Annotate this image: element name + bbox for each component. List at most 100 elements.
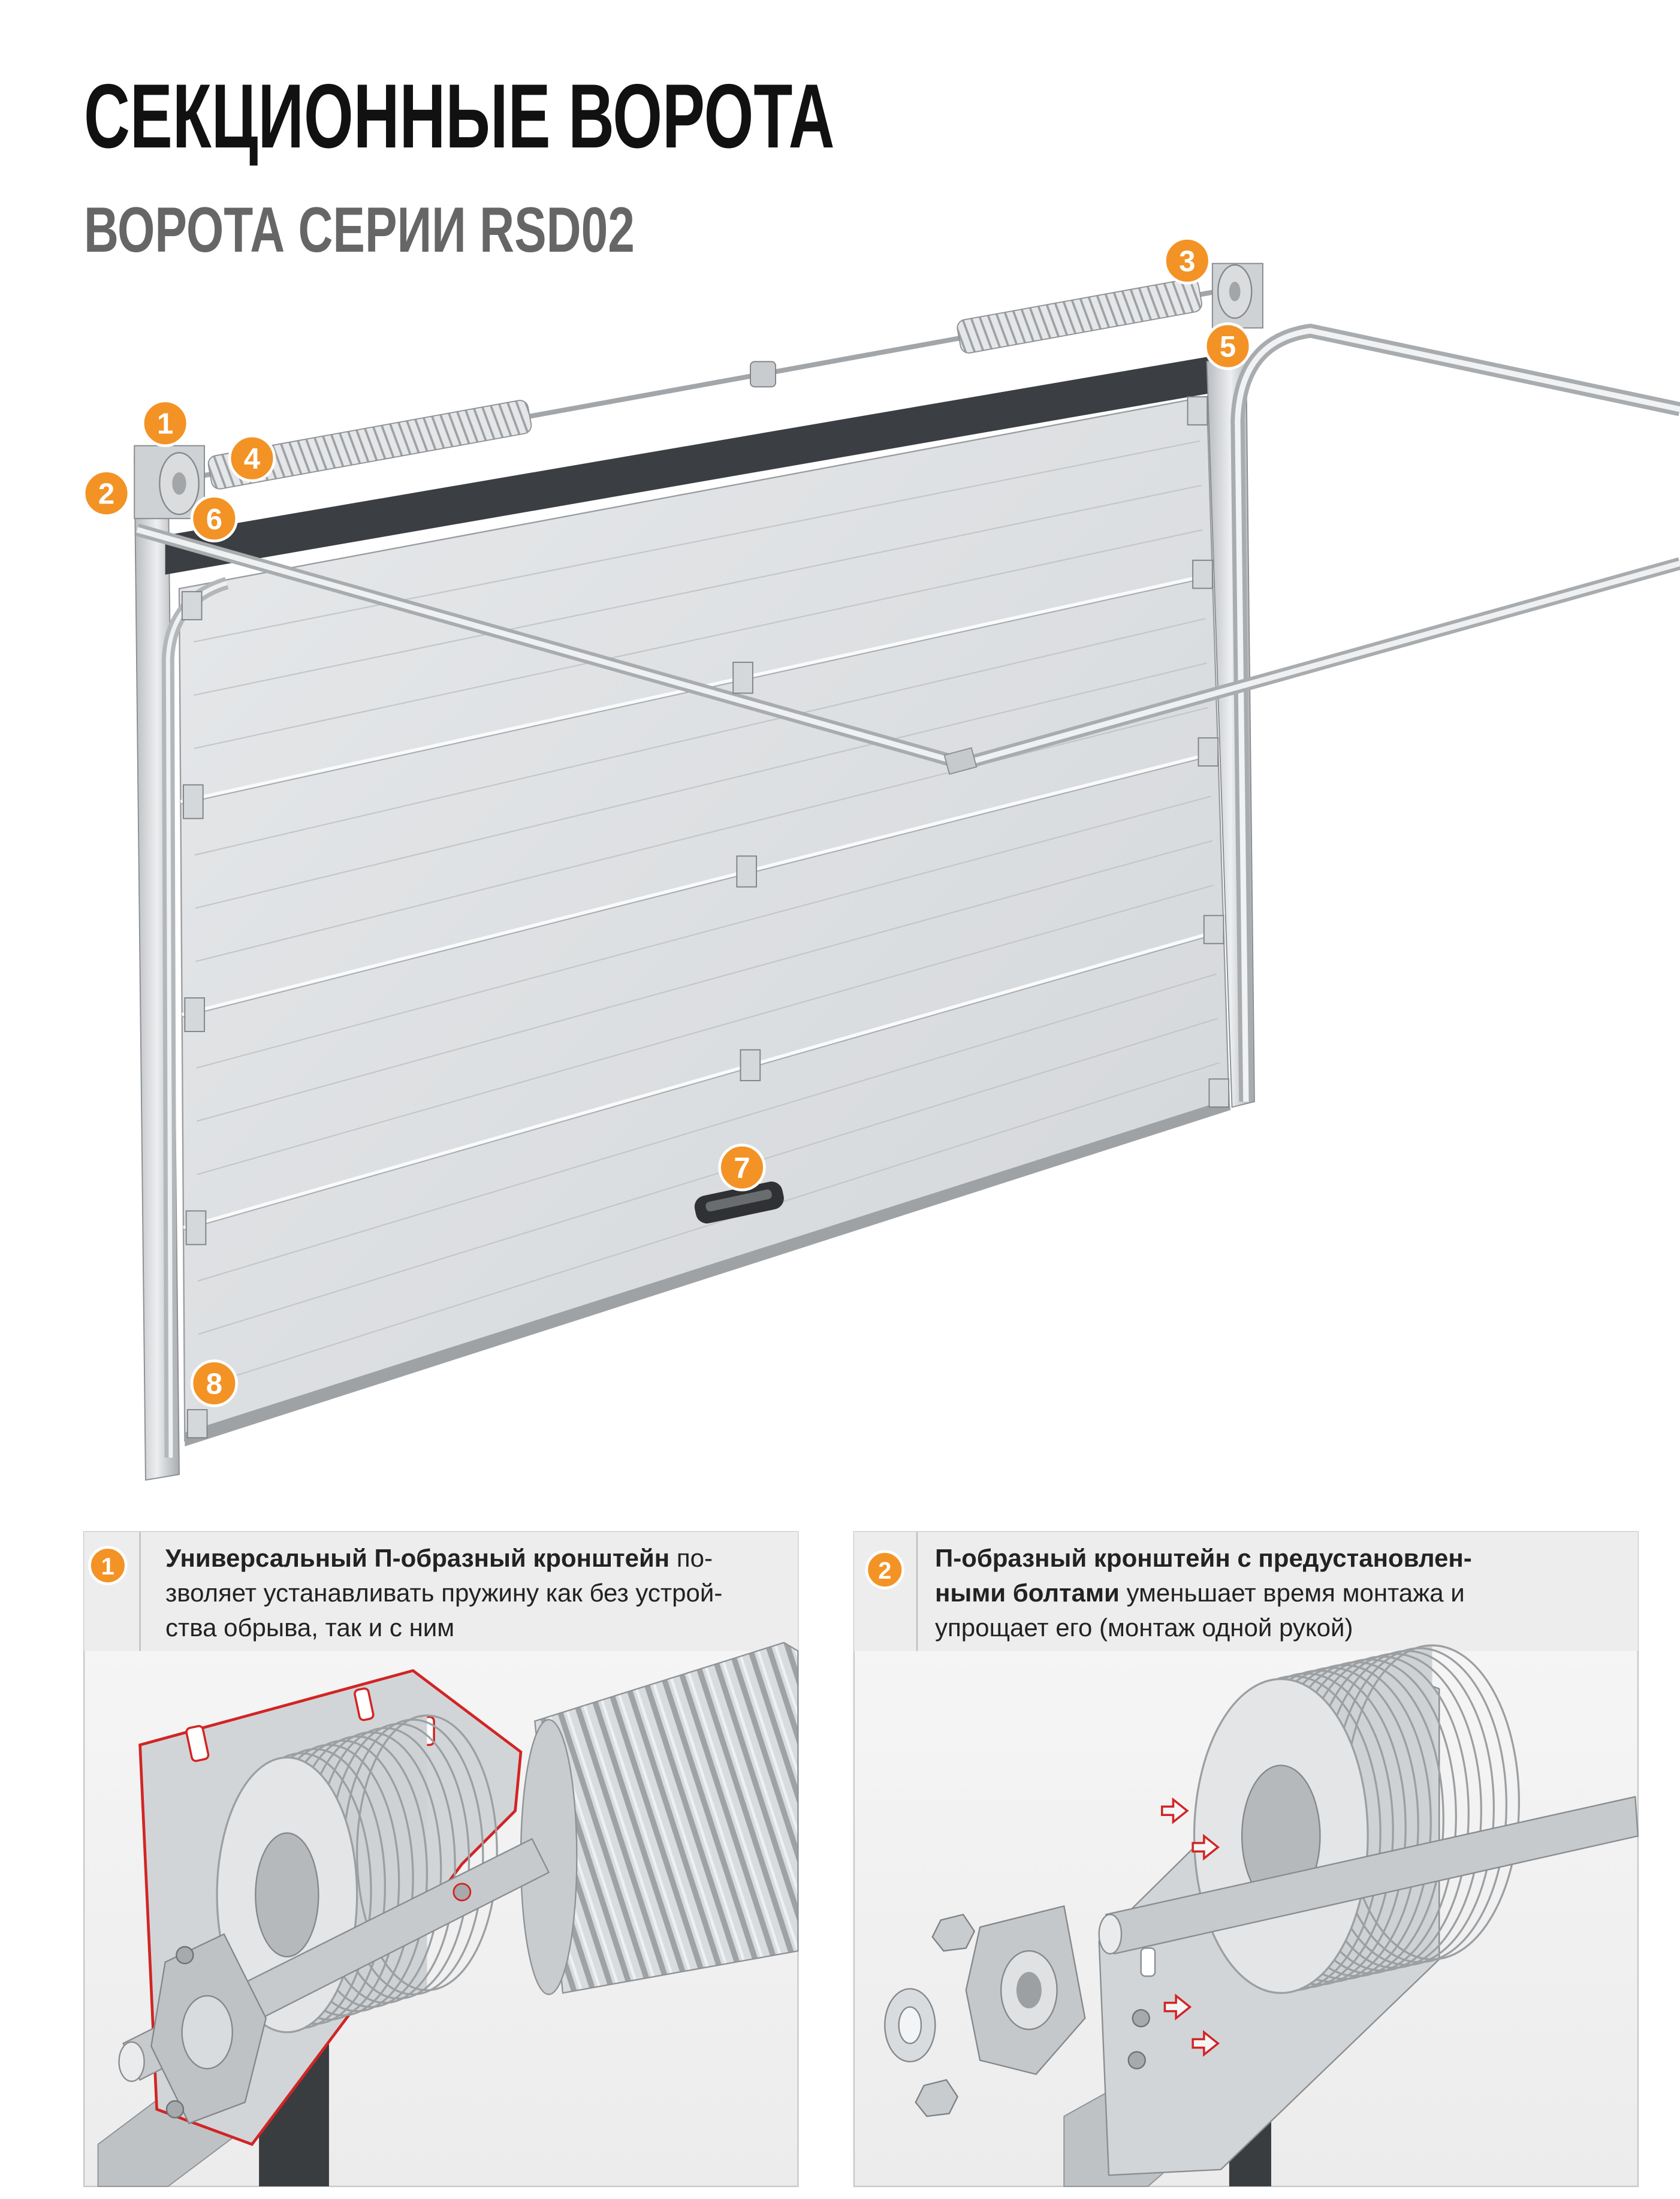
panel-rib	[198, 1062, 1220, 1389]
feature-1-description: Универсальный П-образный кронштейн по- з…	[165, 1541, 722, 1645]
feature-line: Универсальный П-образный кронштейн по-	[165, 1541, 722, 1576]
panel-rib	[193, 440, 1201, 643]
feature-line-text: по-	[669, 1544, 713, 1572]
marker-1: 1	[141, 399, 189, 447]
section-seam-shadow	[183, 931, 1224, 1231]
page-subtitle: ВОРОТА СЕРИИ RSD02	[84, 194, 635, 266]
marker-4: 4	[228, 434, 276, 482]
shaft-coupling	[750, 361, 776, 388]
feature-line: ства обрыва, так и с ним	[165, 1610, 722, 1645]
panel-rib	[197, 884, 1214, 1175]
bracket-slot	[354, 1687, 375, 1721]
bearing-hole	[1016, 1972, 1042, 2008]
feature-line-text: ства обрыва, так и с ним	[165, 1613, 455, 1642]
bolt	[176, 1945, 194, 1965]
side-hinge	[1198, 737, 1219, 767]
panel-rib	[195, 707, 1209, 963]
drum-hub	[255, 1832, 319, 1957]
marker-5: 5	[1204, 322, 1252, 370]
feature-line-bold: П-образный кронштейн с предустановлен-	[935, 1544, 1472, 1572]
feature-line: П-образный кронштейн с предустановлен-	[935, 1541, 1472, 1576]
arrow-icon	[1160, 1797, 1189, 1824]
feature-line: упрощает его (монтаж одной рукой)	[935, 1610, 1472, 1645]
left-drum-hub	[172, 472, 186, 495]
marker-3: 3	[1163, 237, 1211, 285]
marker-6: 6	[190, 494, 239, 542]
door-hinges	[181, 396, 1230, 1438]
door-panel	[178, 396, 1230, 1442]
feature-1-number: 1	[101, 1554, 114, 1580]
arrow-icon	[1192, 2030, 1220, 2057]
door-handle	[694, 1181, 784, 1224]
center-hinge	[740, 1049, 761, 1081]
marker-2-label: 2	[98, 478, 114, 511]
side-hinge	[184, 997, 205, 1033]
shaft-end	[118, 2041, 145, 2082]
feature-panel-1-header	[84, 1531, 798, 1651]
feature-line-text: зволяет устанавливать пружину как без ус…	[165, 1579, 723, 1607]
arrow-icon	[1163, 1993, 1192, 2020]
track-joint	[943, 747, 978, 775]
bottom-roller-bracket	[1208, 1078, 1230, 1108]
panel-rib	[197, 973, 1217, 1282]
feature-1-image	[97, 1642, 799, 2187]
feature-1-badge	[88, 1546, 128, 1585]
right-horizontal-track	[1230, 324, 1680, 1102]
bolt	[453, 1883, 472, 1902]
section-seam	[181, 750, 1218, 1016]
top-roller-bracket	[181, 591, 203, 620]
panel-rib	[195, 662, 1207, 909]
side-hinge	[183, 784, 204, 819]
feature-line: зволяет устанавливать пружину как без ус…	[165, 1576, 722, 1610]
panel-rib	[194, 529, 1203, 749]
panel-rib	[195, 618, 1206, 856]
side-hinge	[1203, 915, 1224, 945]
feature-2-number: 2	[878, 1558, 891, 1584]
feature-2-description: П-образный кронштейн с предустановлен- н…	[935, 1541, 1472, 1645]
marker-3-label: 3	[1179, 245, 1195, 277]
side-hinge	[185, 1210, 207, 1245]
panel-rib	[196, 795, 1211, 1069]
header-seal	[165, 355, 1215, 575]
feature-panel-2-header	[853, 1531, 1638, 1651]
callout-markers: 1 2 3 4 5 6 7 8	[82, 237, 1252, 1407]
marker-4-label: 4	[244, 443, 261, 475]
hex-nut	[915, 2079, 959, 2117]
feature-line-bold: ными болтами	[935, 1579, 1120, 1607]
panel-rib	[198, 1018, 1218, 1335]
side-hinge	[1192, 559, 1213, 589]
right-track-highlight	[1235, 328, 1680, 1102]
bracket-slot	[185, 1725, 210, 1762]
marker-1-label: 1	[157, 408, 173, 441]
feature-panel-2: 2	[853, 1531, 1639, 2188]
right-drum-hub	[1229, 282, 1241, 301]
panel-ribs	[180, 440, 1224, 1389]
hex-nut	[931, 1913, 976, 1952]
bearing	[181, 1995, 233, 2070]
collar-hole	[898, 2006, 922, 2044]
marker-8-label: 8	[206, 1368, 222, 1401]
preinstalled-bolt-arrows	[1160, 1797, 1220, 2057]
panel-rib	[194, 484, 1202, 696]
bolt	[1132, 2009, 1150, 2028]
drum-groove	[356, 1714, 498, 1992]
top-roller-bracket	[1187, 396, 1208, 426]
right-spring	[957, 278, 1202, 354]
section-seam-shadow	[182, 753, 1218, 1018]
center-hinge	[732, 662, 753, 694]
feature-line-text: уменьшает время монтажа и	[1119, 1579, 1465, 1607]
shaft-end	[1098, 1914, 1123, 1954]
feature-line-bold: Универсальный П-образный кронштейн	[165, 1544, 670, 1572]
feature-panel-1: 1	[83, 1531, 799, 2188]
bolt	[165, 2100, 185, 2119]
marker-7: 7	[718, 1144, 766, 1191]
marker-5-label: 5	[1220, 331, 1236, 363]
center-hinge	[736, 855, 757, 888]
bottom-roller-bracket	[186, 1409, 208, 1438]
feature-2-badge	[865, 1550, 904, 1589]
page-title: СЕКЦИОННЫЕ ВОРОТА	[84, 65, 835, 167]
marker-8: 8	[190, 1359, 239, 1407]
feature-line: ными болтами уменьшает время монтажа и	[935, 1576, 1472, 1610]
arrow-icon	[1192, 1833, 1220, 1861]
